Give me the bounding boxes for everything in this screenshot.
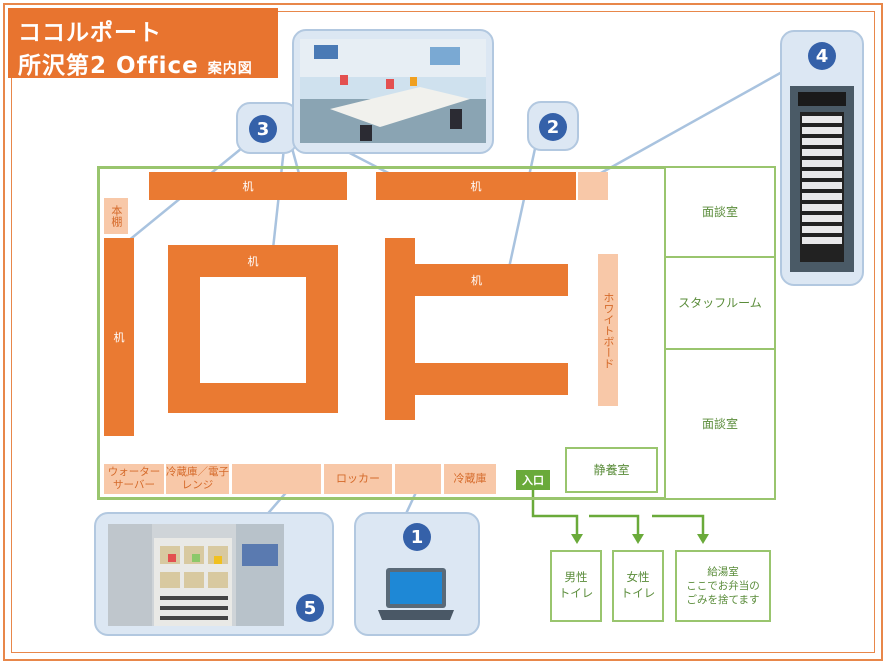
marker-1-badge: 1: [403, 523, 431, 551]
desk-e-arm: 机: [385, 264, 568, 296]
entrance-label[interactable]: 入口: [516, 470, 550, 490]
photo-bubble-5: [94, 512, 334, 636]
marker-2-badge: 2: [539, 113, 567, 141]
shelf-photo-image: [790, 86, 854, 272]
pc-bubble-1: [354, 512, 480, 636]
title-suffix: 案内図: [207, 61, 253, 77]
male-toilet[interactable]: 男性 トイレ: [550, 550, 602, 622]
pc-corner: [395, 464, 441, 494]
title-line2: 所沢第2 Office 案内図: [18, 53, 253, 79]
locker: ロッカー: [324, 464, 392, 494]
kitchenette[interactable]: 給湯室 ここでお弁当の ごみを捨てます: [675, 550, 771, 622]
female-toilet[interactable]: 女性 トイレ: [612, 550, 664, 622]
fridge: 冷蔵庫: [444, 464, 496, 494]
office-photo-image: [300, 39, 486, 143]
outer-frame: [3, 3, 883, 661]
small-cabinet: [578, 172, 608, 200]
photo-bubble-3-main: [292, 29, 494, 154]
title-banner: ココルポート 所沢第2 Office 案内図: [8, 8, 278, 79]
desk-left-wall: 机: [104, 238, 134, 436]
storage-shelf: [232, 464, 321, 494]
bookshelf: 本棚: [104, 198, 128, 234]
desk-top-left: 机: [149, 172, 347, 200]
fridge-microwave: 冷蔵庫／電子レンジ: [166, 464, 229, 494]
marker-5-badge: 5: [296, 594, 324, 622]
whiteboard: ホワイトボード: [598, 254, 618, 406]
staff-room[interactable]: スタッフルーム: [664, 256, 776, 350]
photo-bubble-4: [780, 30, 864, 286]
laptop-icon: [378, 568, 454, 620]
desk-e-bottom: [385, 363, 568, 395]
marker-3-badge: 3: [249, 115, 277, 143]
marker-4-badge: 4: [808, 42, 836, 70]
meeting-room-bottom[interactable]: 面談室: [664, 348, 776, 500]
desk-square-bottom: [168, 383, 338, 413]
inner-frame: [11, 11, 875, 653]
water-server: ウォーターサーバー: [104, 464, 164, 494]
storage-photo-image: [108, 524, 284, 626]
meeting-room-top[interactable]: 面談室: [664, 166, 776, 258]
title-line1: ココルポート: [18, 20, 162, 46]
quiet-room[interactable]: 静養室: [565, 447, 658, 493]
desk-top-middle: 机: [376, 172, 576, 200]
